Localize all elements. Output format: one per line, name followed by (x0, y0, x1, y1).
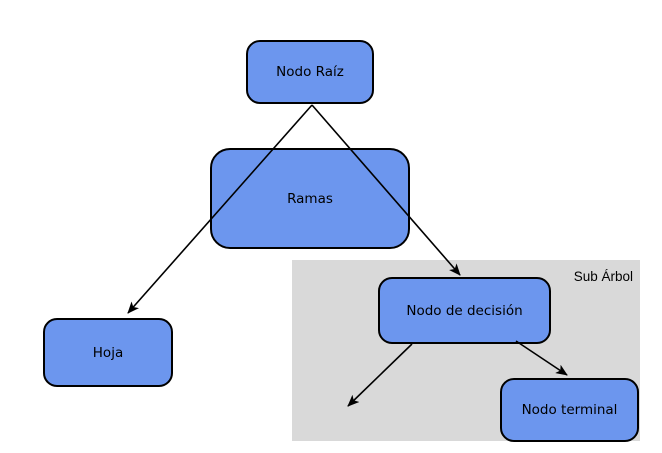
node-root: Nodo Raíz (246, 40, 374, 104)
node-leaf: Hoja (43, 318, 173, 387)
node-root-label: Nodo Raíz (276, 64, 344, 80)
node-branches-label: Ramas (287, 190, 333, 207)
node-leaf-label: Hoja (92, 344, 124, 361)
node-terminal-label: Nodo terminal (521, 402, 618, 418)
node-decision-label: Nodo de decisión (406, 302, 523, 319)
node-decision: Nodo de decisión (378, 277, 551, 344)
subtree-region-label: Sub Árbol (573, 269, 633, 284)
node-branches: Ramas (210, 148, 410, 249)
node-terminal: Nodo terminal (500, 378, 639, 442)
